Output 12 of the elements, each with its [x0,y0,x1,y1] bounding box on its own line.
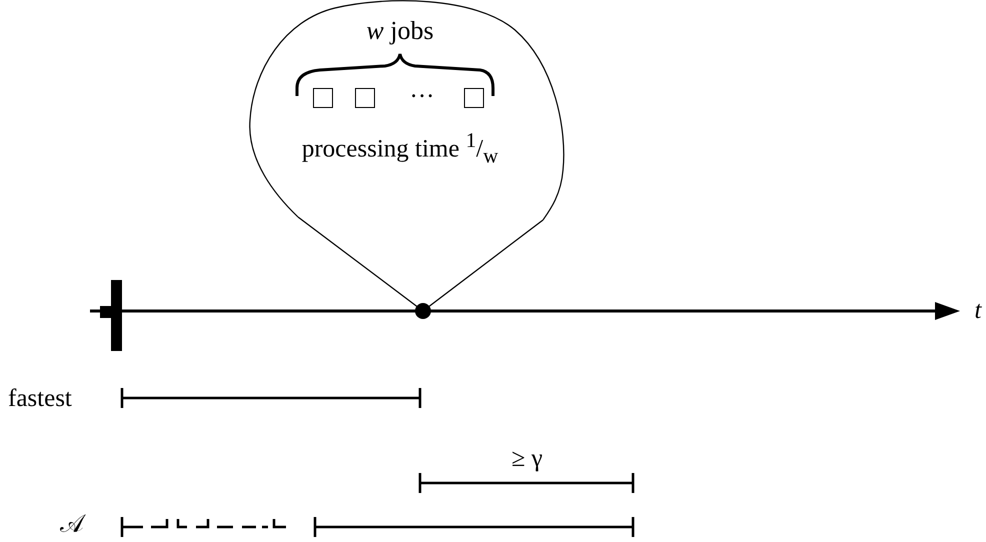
group-label: w jobs [366,18,434,44]
bubble-tail [298,216,544,309]
job-square [355,88,375,108]
job-square [313,88,333,108]
row-label: 𝒜 [60,512,84,537]
axis-label: t [974,298,982,323]
ellipsis: ··· [410,84,434,109]
event-dot [415,303,431,319]
job-square [464,88,484,108]
row-label: fastest [8,386,72,411]
caption-text: processing time $^{1}$/$_{w}$ [302,130,498,166]
duration-label: ≥ γ [511,446,543,471]
